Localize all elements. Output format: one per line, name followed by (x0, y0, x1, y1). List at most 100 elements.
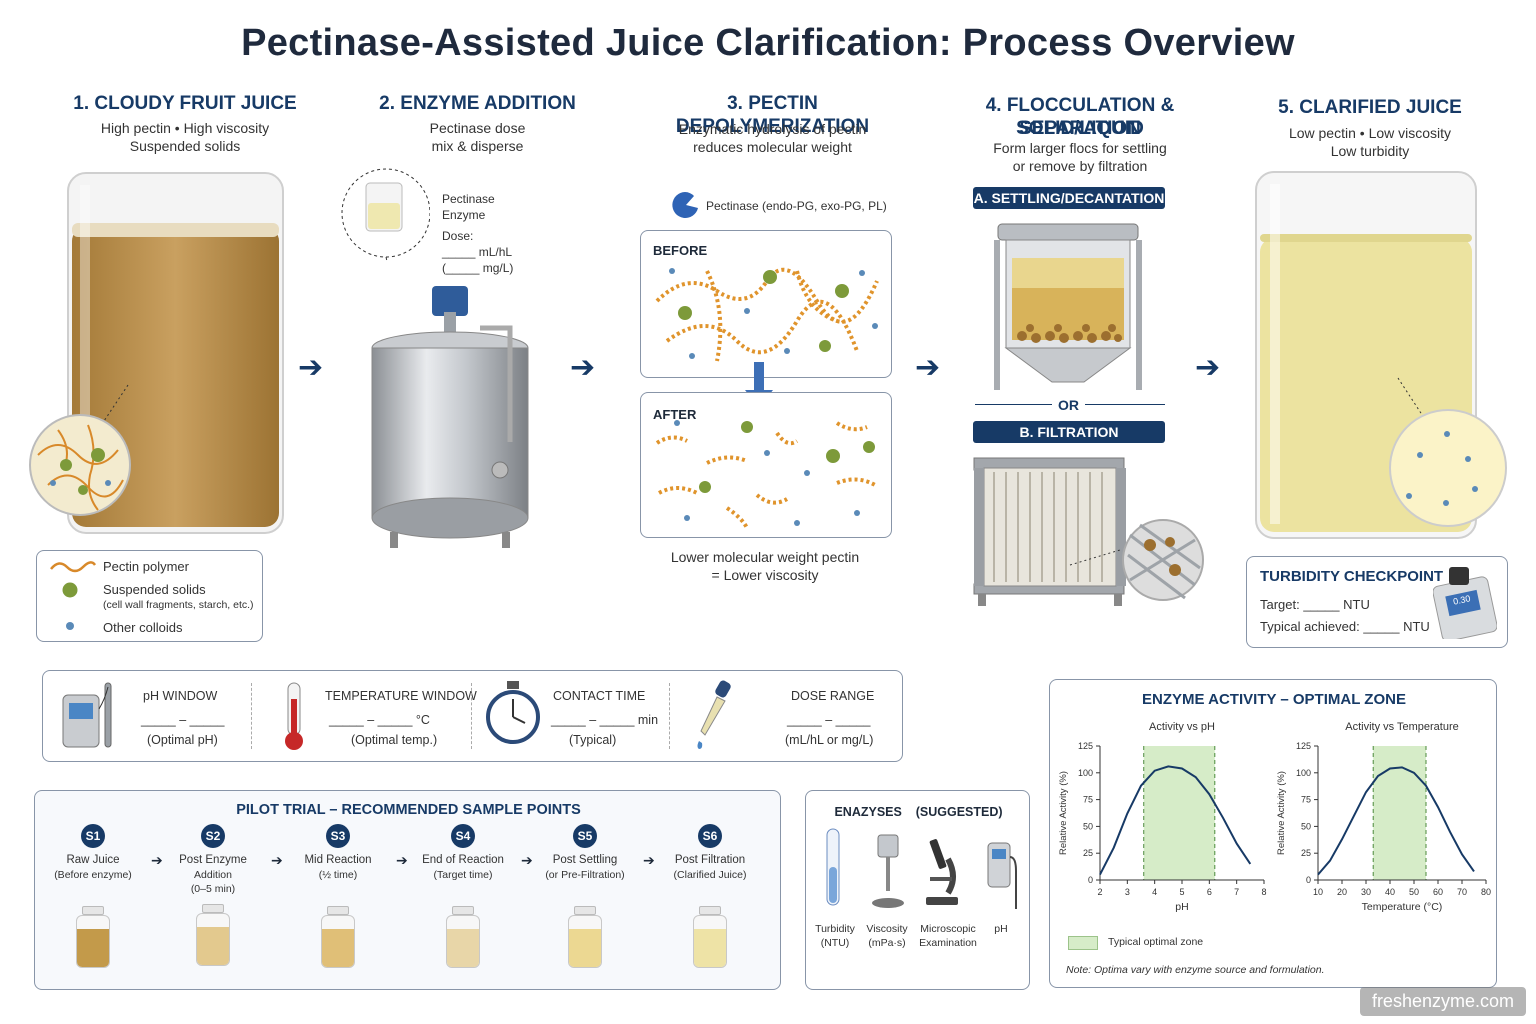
sample-note: (Before enzyme) (54, 869, 132, 881)
turbidity-title: TURBIDITY CHECKPOINT (1260, 568, 1444, 585)
settling-tank (994, 223, 1142, 390)
chart-title: Activity vs Temperature (1345, 721, 1459, 733)
sample-note: (or Pre-Filtration) (545, 869, 625, 881)
x-tick-label: 6 (1207, 887, 1212, 897)
step1-title: 1. CLOUDY FRUIT JUICE (73, 93, 297, 114)
pectin-polymer-icon (50, 561, 97, 573)
step2-title: 2. ENZYME ADDITION (379, 93, 576, 114)
step4-title-line1: 4. FLOCCULATION & SOLID/LIQUID (985, 95, 1175, 139)
step3-sub1: Enzymatic hydrolysis of pectin (678, 121, 867, 137)
contact-time-blank: _____ – _____ min (551, 713, 659, 727)
before-panel: BEFORE (640, 230, 892, 378)
contact-time-note: (Typical) (569, 733, 617, 747)
x-tick-label: 3 (1125, 887, 1130, 897)
y-tick-label: 75 (1301, 795, 1311, 805)
temperature-window-note: (Optimal temp.) (351, 733, 438, 747)
ph-probe-icon (987, 842, 1017, 909)
sample-name: End of Reaction (422, 854, 504, 866)
colloid-icon (66, 622, 74, 630)
enzyme-callout-line5: (_____ mg/L) (442, 261, 514, 275)
legend-colloids: Other colloids (103, 620, 183, 635)
legend-box: Pectin polymer Suspended solids (cell wa… (36, 550, 263, 642)
activity-curve (1317, 766, 1475, 876)
sample-arrow-icon: ➔ (151, 852, 163, 868)
optimal-zone (1143, 746, 1215, 880)
turbidity-typical: Typical achieved: _____ NTU (1260, 619, 1430, 634)
x-tick-label: 20 (1337, 887, 1347, 897)
y-tick-label: 25 (1301, 848, 1311, 858)
sample-note: (Clarified Juice) (673, 869, 747, 881)
analysis-turbidity-name: Turbidity (815, 923, 855, 935)
activity-note: Note: Optima vary with enzyme source and… (1066, 964, 1325, 976)
step1-sub1: High pectin • High viscosity (100, 120, 270, 136)
temperature-window-blank: _____ – _____ °C (329, 713, 430, 727)
step4-sub2: or remove by filtration (1012, 158, 1148, 174)
sample-note: (Target time) (433, 869, 493, 881)
x-tick-label: 40 (1385, 887, 1395, 897)
x-tick-label: 10 (1313, 887, 1323, 897)
sample-jar (321, 906, 355, 968)
y-tick-label: 125 (1078, 741, 1093, 751)
legend-solids-note: (cell wall fragments, starch, etc.) (103, 599, 254, 611)
analysis-microscopic-unit: Examination (919, 937, 977, 949)
sample-jar (76, 906, 110, 968)
long-pectin-chains (655, 267, 879, 362)
sample-id-badge: S6 (698, 824, 722, 848)
step3-title: 3. PECTIN DEPOLYMERIZATION (675, 93, 870, 137)
dose-range-title: DOSE RANGE (791, 689, 875, 703)
sample-id-badge: S1 (81, 824, 105, 848)
x-axis-label: Temperature (°C) (1362, 901, 1443, 913)
thermometer-icon (285, 682, 303, 750)
y-tick-label: 125 (1296, 741, 1311, 751)
optimal-zone (1373, 746, 1426, 880)
step5-sub1: Low pectin • Low viscosity (1288, 125, 1452, 141)
x-tick-label: 4 (1152, 887, 1157, 897)
enzyme-callout-line4: _____ mL/hL (442, 245, 513, 259)
sample-name: Post Enzyme (179, 854, 247, 866)
pectinase-types: Pectinase (endo-PG, exo-PG, PL) (706, 199, 887, 213)
pilot-trial-box: PILOT TRIAL – RECOMMENDED SAMPLE POINTS (34, 790, 781, 990)
or-label: OR (1052, 397, 1085, 413)
microscope-icon (926, 839, 958, 905)
sample-arrow-icon: ➔ (396, 852, 408, 868)
sample-jar (693, 906, 727, 968)
sample-id-badge: S3 (326, 824, 350, 848)
turbidity-target: Target: _____ NTU (1260, 597, 1370, 612)
ph-window-note: (Optimal pH) (147, 733, 218, 747)
optimal-zone-legend: Typical optimal zone (1108, 936, 1204, 948)
clarified-juice-beaker (1255, 171, 1507, 539)
ph-window-title: pH WINDOW (143, 689, 218, 703)
step5-sub2: Low turbidity (1330, 143, 1410, 159)
after-label: AFTER (653, 407, 697, 422)
temperature-window-title: TEMPERATURE WINDOW (325, 689, 477, 703)
x-tick-label: 30 (1361, 887, 1371, 897)
optimal-zone-swatch (1068, 936, 1098, 950)
x-tick-label: 5 (1179, 887, 1184, 897)
sample-arrow-icon: ➔ (521, 852, 533, 868)
cloudy-juice-beaker (29, 172, 284, 534)
result-line1: Lower molecular weight pectin (670, 549, 860, 565)
pectinase-enzyme-icon (672, 192, 698, 218)
sample-note: (½ time) (318, 869, 358, 881)
activity-curve (1099, 765, 1252, 876)
y-tick-label: 0 (1088, 875, 1093, 885)
analysis-ph-name: pH (994, 923, 1008, 935)
after-panel: AFTER (640, 392, 892, 538)
chart-title: Activity vs pH (1149, 721, 1215, 733)
param-divider-2 (471, 683, 472, 749)
param-divider-3 (669, 683, 670, 749)
turbidimeter-icon (1433, 567, 1497, 639)
sample-name: Raw Juice (66, 854, 120, 866)
x-tick-label: 7 (1234, 887, 1239, 897)
y-tick-label: 25 (1083, 848, 1093, 858)
sample-jar (568, 906, 602, 968)
step3-sub2: reduces molecular weight (693, 139, 852, 155)
y-tick-label: 75 (1083, 795, 1093, 805)
sample-arrow-icon: ➔ (271, 852, 283, 868)
x-tick-label: 80 (1481, 887, 1491, 897)
arrow-2-icon: ➔ (570, 351, 596, 384)
page-title: Pectinase-Assisted Juice Clarification: … (241, 22, 1295, 64)
y-axis-label: Relative Activity (%) (1058, 771, 1069, 855)
sample-note-2: (0–5 min) (190, 883, 236, 895)
